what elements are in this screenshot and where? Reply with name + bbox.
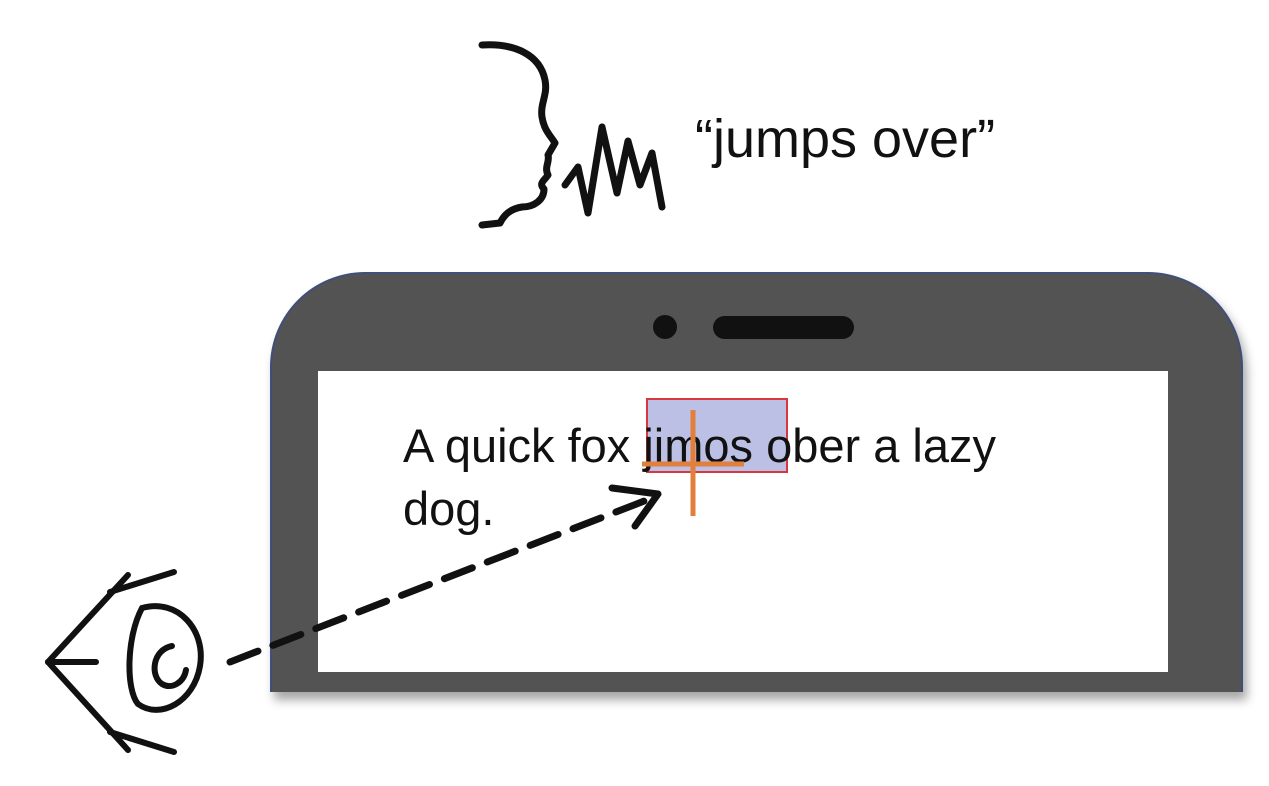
selected-word-highlight[interactable] [646,398,788,473]
eye-icon [45,569,204,755]
screen-text-line-2: dog. [403,482,495,535]
phone-camera [653,315,677,339]
spoken-utterance: “jumps over” [695,109,996,169]
speaking-head-icon [478,41,666,229]
screen-text-line-1: A quick fox jimos ober a lazy [403,419,996,472]
screen-text: A quick fox jimos ober a lazy dog. [403,414,1103,540]
phone-speaker-slot [713,316,854,339]
